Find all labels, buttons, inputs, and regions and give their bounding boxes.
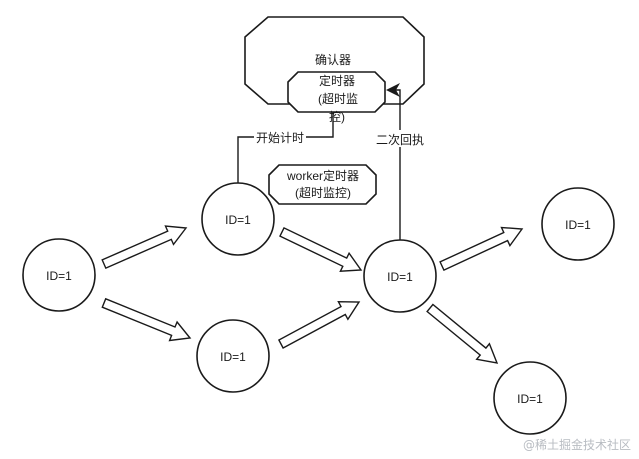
second-callback-label: 二次回执 — [376, 133, 424, 147]
second-callback-arrowhead — [386, 83, 400, 97]
arrow-left-to-top-mid — [101, 225, 188, 270]
node-top-mid-label: ID=1 — [225, 213, 251, 227]
confirmer-timer-line-2: (超时监 — [318, 91, 358, 106]
watermark: @稀土掘金技术社区 — [522, 438, 631, 452]
arrow-top-mid-to-center — [279, 226, 363, 272]
node-top-right: ID=1 — [541, 187, 615, 261]
node-bottom-right: ID=1 — [493, 361, 567, 435]
flow-arrows — [101, 225, 524, 364]
worker-timer-line-2: (超时监控) — [295, 185, 351, 200]
worker-timer-shape — [268, 164, 377, 205]
confirmer-timer-box: 定时器 (超时监 控) — [287, 71, 386, 124]
node-bottom-mid-label: ID=1 — [220, 350, 246, 364]
arrow-center-to-bottom-right — [426, 303, 499, 364]
arrow-bottom-mid-to-center — [277, 300, 361, 349]
node-center-circle — [363, 239, 437, 313]
node-bottom-right-label: ID=1 — [517, 392, 543, 406]
arrow-center-to-top-right — [439, 226, 524, 272]
confirmer-label: 确认器 — [315, 53, 351, 67]
node-left-label: ID=1 — [46, 269, 72, 283]
node-top-mid: ID=1 — [201, 182, 275, 256]
node-top-right-circle — [541, 187, 615, 261]
node-top-mid-circle — [201, 182, 275, 256]
confirmer-timer-line-1: 定时器 — [319, 73, 355, 88]
node-bottom-right-circle — [493, 361, 567, 435]
node-top-right-label: ID=1 — [565, 218, 591, 232]
worker-timer-box: worker定时器 (超时监控) — [268, 164, 377, 205]
node-left: ID=1 — [22, 238, 96, 312]
worker-timer-line-1: worker定时器 — [286, 168, 359, 183]
confirmer-timer-shape — [287, 71, 386, 113]
second-callback-label-bg — [372, 130, 428, 147]
node-center-label: ID=1 — [387, 270, 413, 284]
confirmer-timer-line-3: 控) — [329, 110, 345, 124]
node-left-circle — [22, 238, 96, 312]
start-timing-connector: 开始计时 — [237, 112, 334, 184]
second-callback-line — [391, 89, 401, 240]
node-bottom-mid-circle — [196, 319, 270, 393]
node-bottom-mid: ID=1 — [196, 319, 270, 393]
start-timing-label: 开始计时 — [256, 131, 304, 145]
start-timing-label-bg — [254, 129, 306, 145]
arrow-left-to-bottom-mid — [101, 297, 192, 342]
node-center: ID=1 — [363, 239, 437, 313]
second-callback-connector: 二次回执 — [372, 83, 428, 240]
